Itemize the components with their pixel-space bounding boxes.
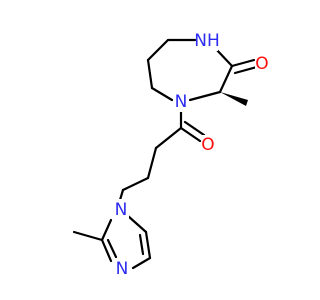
bond-ch2a-ch2b (146, 146, 158, 180)
atom-n-ring: N (174, 92, 188, 112)
diazepanone-ring (146, 38, 234, 102)
bond-c2-n3-a (100, 238, 113, 263)
bond-cacyl-ch2a (154, 126, 183, 150)
bond-n1-c2 (100, 218, 113, 242)
o-lactam-symbol: O (255, 54, 268, 74)
bond-c2-methyl (72, 230, 104, 242)
bond-c4-c5-a (144, 230, 152, 260)
bond-ch2c-nimid (118, 188, 125, 202)
bond-c2-n3-b (106, 238, 118, 259)
atom-nh: NH (194, 31, 220, 51)
bond-c6-c7 (146, 38, 170, 62)
atom-o-lactam: O (255, 54, 269, 74)
bond-c3-n4 (188, 90, 222, 102)
bond-n4-c5 (150, 86, 174, 102)
nh-symbol: NH (194, 31, 220, 51)
atom-n-imidazole-3: N (114, 258, 130, 280)
bond-ch2b-ch2c (121, 176, 150, 192)
bond-c4-c5-b (138, 233, 145, 256)
bond-c2-o-a (230, 58, 256, 68)
atom-o-acyl: O (201, 135, 215, 155)
o-acyl-symbol: O (201, 135, 214, 155)
acyl-carbonyl (179, 120, 206, 143)
bond-cacyl-o-b (183, 120, 206, 137)
butanoyl-chain (118, 110, 183, 202)
lactam-carbonyl (230, 58, 259, 75)
imidazole-ring (100, 214, 152, 270)
atom-n-imidazole-1: N (113, 199, 129, 221)
bond-c5-c6 (146, 58, 154, 90)
bond-n3-c4 (131, 256, 152, 270)
bond-c5-n1 (126, 214, 148, 234)
n-ring-symbol: N (175, 92, 188, 112)
bond-c2-o-b (233, 65, 259, 75)
chemical-structure: NH O N O N N (72, 31, 269, 280)
bond-cacyl-o-a (179, 126, 202, 143)
n-imid1-symbol: N (115, 200, 128, 220)
bond-c2-c3 (218, 64, 234, 94)
n-imid3-symbol: N (116, 259, 129, 279)
methyl-wedge-bond (220, 92, 248, 106)
